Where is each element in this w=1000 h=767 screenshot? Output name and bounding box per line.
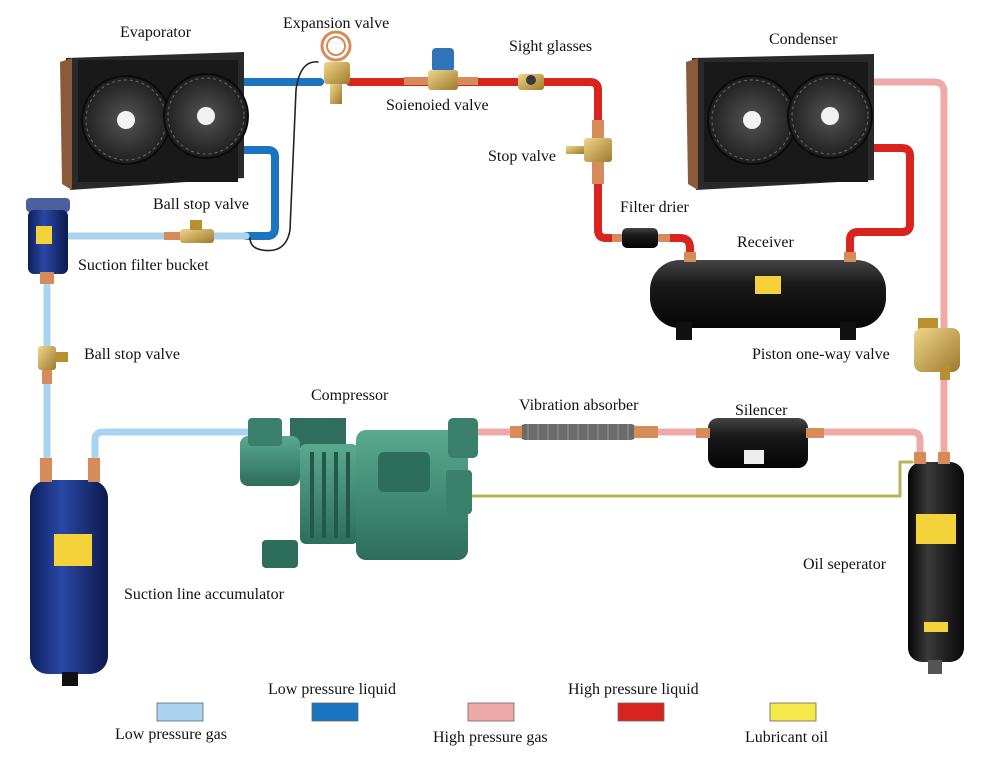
legend-label-low-pressure-gas: Low pressure gas bbox=[115, 726, 227, 743]
legend-label-low-pressure-liquid: Low pressure liquid bbox=[268, 681, 396, 698]
evaporator-fan-right bbox=[163, 73, 249, 159]
solenoid-valve bbox=[404, 48, 478, 90]
pipe-high-pressure-liquid-receiver bbox=[846, 144, 914, 266]
label-piston-one-way-valve: Piston one-way valve bbox=[752, 346, 890, 363]
silencer bbox=[696, 418, 824, 468]
pipe-lubricant-oil bbox=[468, 460, 914, 498]
suction-filter-bucket bbox=[26, 198, 70, 284]
legend-swatch-low-pressure-liquid bbox=[311, 702, 359, 722]
filter-drier bbox=[612, 228, 670, 248]
label-ball-stop-valve-left: Ball stop valve bbox=[84, 346, 180, 363]
label-receiver: Receiver bbox=[737, 234, 795, 251]
oil-seperator bbox=[908, 452, 964, 674]
legend-item-lubricant-oil: Lubricant oil bbox=[745, 702, 829, 746]
legend-item-high-pressure-gas: High pressure gas bbox=[433, 702, 548, 746]
label-vibration-absorber: Vibration absorber bbox=[519, 397, 639, 414]
condenser-fan-left bbox=[707, 75, 797, 165]
legend-item-low-pressure-gas: Low pressure gas bbox=[115, 702, 227, 743]
pipe-low-pressure-liquid-evap-return bbox=[239, 146, 279, 240]
stop-valve bbox=[566, 120, 612, 184]
pipe-high-pressure-gas-right bbox=[870, 78, 948, 462]
legend-swatch-low-pressure-gas bbox=[156, 702, 204, 722]
label-solenoid-valve: Soienoied valve bbox=[386, 97, 489, 114]
legend-swatch-high-pressure-liquid bbox=[617, 702, 665, 722]
pipe-high-pressure-gas-discharge bbox=[474, 428, 924, 462]
suction-line-accumulator bbox=[30, 458, 108, 686]
legend: Low pressure gas Low pressure liquid Hig… bbox=[115, 681, 829, 746]
evaporator-fan-left bbox=[81, 75, 171, 165]
piston-one-way-valve bbox=[914, 318, 960, 380]
evaporator bbox=[60, 52, 249, 190]
compressor bbox=[240, 418, 478, 568]
label-silencer: Silencer bbox=[735, 402, 788, 419]
ball-stop-valve-left bbox=[38, 346, 68, 384]
ball-stop-valve-top bbox=[164, 220, 214, 243]
label-suction-filter-bucket: Suction filter bucket bbox=[78, 257, 209, 274]
pipe-high-pressure-liquid-top bbox=[346, 78, 694, 266]
condenser-fan-right bbox=[787, 73, 873, 159]
label-oil-seperator: Oil seperator bbox=[803, 556, 887, 573]
capillary-tube bbox=[249, 61, 319, 252]
component-labels: Evaporator Expansion valve Sight glasses… bbox=[78, 15, 890, 603]
legend-item-low-pressure-liquid: Low pressure liquid bbox=[268, 681, 396, 722]
sight-glass bbox=[518, 74, 544, 90]
legend-label-lubricant-oil: Lubricant oil bbox=[745, 729, 829, 746]
condenser bbox=[686, 54, 874, 190]
legend-swatch-high-pressure-gas bbox=[467, 702, 515, 722]
label-compressor: Compressor bbox=[311, 387, 389, 404]
label-suction-line-accumulator: Suction line accumulator bbox=[124, 586, 285, 603]
legend-label-high-pressure-gas: High pressure gas bbox=[433, 729, 548, 746]
expansion-valve bbox=[320, 30, 352, 104]
label-ball-stop-valve-top: Ball stop valve bbox=[153, 196, 249, 213]
label-filter-drier: Filter drier bbox=[620, 199, 690, 216]
label-expansion-valve: Expansion valve bbox=[283, 15, 389, 32]
pipe-low-pressure-gas-suction bbox=[91, 428, 252, 469]
label-evaporator: Evaporator bbox=[120, 24, 192, 41]
label-stop-valve: Stop valve bbox=[488, 148, 556, 165]
label-sight-glasses: Sight glasses bbox=[509, 38, 592, 55]
legend-swatch-lubricant-oil bbox=[769, 702, 817, 722]
pipes bbox=[43, 61, 948, 498]
receiver bbox=[650, 252, 886, 340]
legend-item-high-pressure-liquid: High pressure liquid bbox=[568, 681, 699, 722]
vibration-absorber bbox=[510, 424, 658, 440]
label-condenser: Condenser bbox=[769, 31, 838, 48]
legend-label-high-pressure-liquid: High pressure liquid bbox=[568, 681, 699, 698]
